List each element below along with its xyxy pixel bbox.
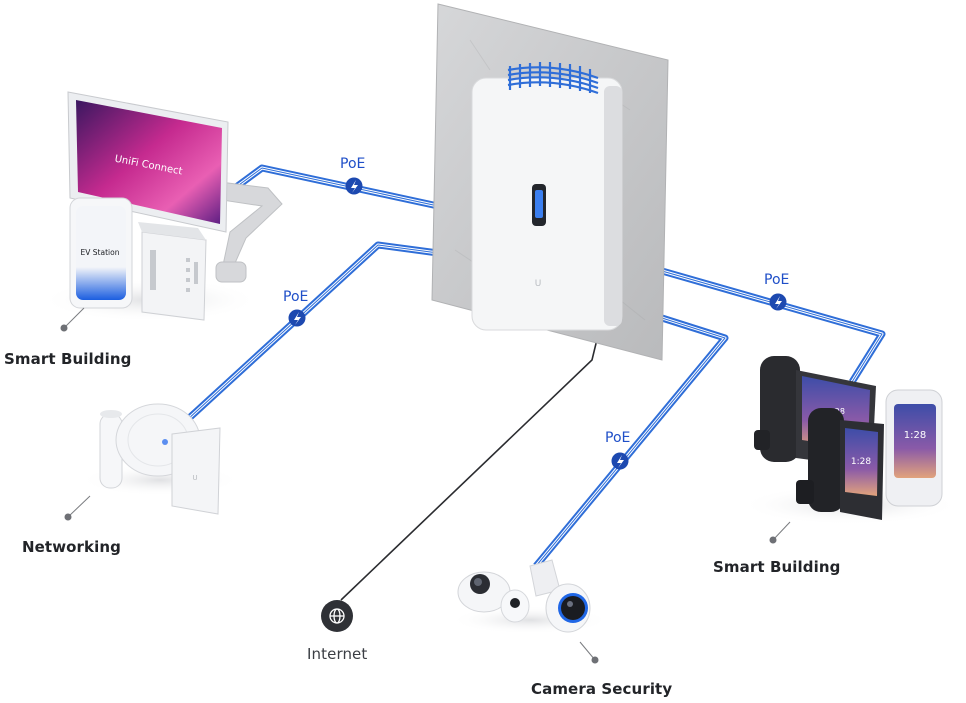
- dot-marker-icon: [591, 656, 599, 664]
- access-hub-device[interactable]: [138, 222, 207, 321]
- poe-label-top-left: PoE: [340, 156, 366, 172]
- panel-clock: 1:28: [904, 430, 926, 441]
- wall-access-point[interactable]: U: [171, 427, 221, 515]
- label-smart-building-left: Smart Building: [4, 350, 132, 368]
- dot-marker-icon: [60, 324, 68, 332]
- lightning-bolt-icon: [775, 296, 782, 309]
- desk-phone-front[interactable]: 1:28: [796, 408, 884, 520]
- lightning-bolt-icon: [294, 312, 301, 325]
- dot-marker-icon: [769, 536, 777, 544]
- lightning-bolt-icon: [617, 455, 624, 468]
- cable-internet: [340, 326, 601, 601]
- phone-clock-2: 1:28: [851, 457, 871, 467]
- poe-label-mid-left: PoE: [283, 289, 309, 305]
- label-networking: Networking: [22, 538, 121, 556]
- wall-ap-logo-icon: U: [192, 474, 197, 482]
- cable-camera-security: [533, 314, 729, 569]
- monitor-arm: [215, 181, 283, 283]
- leader-networking: [64, 495, 91, 521]
- networking-group[interactable]: U: [80, 403, 240, 515]
- label-smart-building-right: Smart Building: [713, 558, 841, 576]
- camera-security-group[interactable]: [450, 559, 610, 634]
- cable-networking: [184, 241, 439, 423]
- gateway-device[interactable]: U: [471, 77, 623, 331]
- dome-camera[interactable]: [457, 571, 511, 613]
- smart-building-right-group[interactable]: 1:28 1:28 1:28: [740, 356, 960, 525]
- poe-badge-right: [769, 293, 787, 311]
- leader-camera-security: [579, 641, 599, 664]
- gateway-cable-bundle: [507, 62, 599, 95]
- cable-smart-building-right: [661, 267, 886, 384]
- globe-icon: [329, 608, 345, 624]
- poe-label-bottom: PoE: [605, 430, 631, 446]
- ev-station-device[interactable]: EV Station: [69, 197, 133, 309]
- poe-badge-top-left: [345, 177, 363, 195]
- mini-camera[interactable]: [500, 589, 530, 623]
- poe-badge-mid-left: [288, 309, 306, 327]
- label-camera-security: Camera Security: [531, 680, 673, 698]
- ev-station-label: EV Station: [81, 248, 120, 257]
- internet-node[interactable]: [321, 600, 353, 632]
- bullet-camera[interactable]: [529, 559, 591, 633]
- label-internet: Internet: [307, 645, 368, 663]
- poe-label-right: PoE: [764, 272, 790, 288]
- leader-smart-building-right: [769, 521, 791, 544]
- dot-marker-icon: [64, 513, 72, 521]
- smart-building-left-group[interactable]: UniFi Connect U EV Station: [40, 91, 283, 322]
- touch-panel-device[interactable]: 1:28: [885, 389, 943, 507]
- leader-smart-building-left: [60, 307, 85, 332]
- gateway-logo-icon: U: [535, 279, 542, 289]
- unifi-connect-display[interactable]: UniFi Connect U: [67, 91, 229, 233]
- poe-badge-bottom: [611, 452, 629, 470]
- lightning-bolt-icon: [351, 180, 358, 193]
